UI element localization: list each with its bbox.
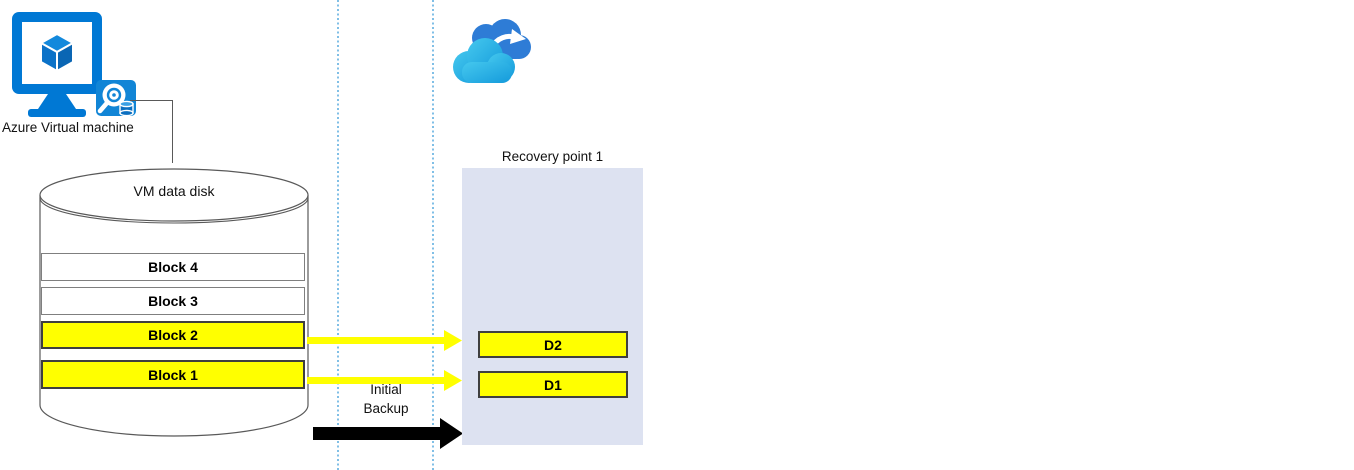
yellow-arrow-block1-to-d1 (307, 370, 462, 391)
disk-title: VM data disk (133, 183, 215, 199)
vm-to-disk-connector (130, 100, 173, 163)
dotted-separator-right (432, 0, 434, 470)
initial-backup-line1: Initial (370, 382, 402, 397)
yellow-arrow-block2-to-d2 (307, 330, 462, 351)
dotted-separator-left (337, 0, 339, 470)
backup-arrows (307, 330, 463, 449)
black-arrow-initial-backup (313, 418, 463, 449)
disk-block-3: Block 3 (41, 287, 305, 315)
vm-label: Azure Virtual machine (2, 120, 134, 135)
initial-backup-label: Initial Backup (340, 380, 432, 418)
front-cloud (453, 38, 515, 83)
initial-backup-line2: Backup (363, 401, 409, 416)
disk-block-4: Block 4 (41, 253, 305, 281)
disk-block-2: Block 2 (41, 321, 305, 349)
recovery-block-d1: D1 (478, 371, 628, 398)
recovery-block-d2: D2 (478, 331, 628, 358)
disk-block-1: Block 1 (41, 360, 305, 389)
disk-badge-icon (96, 80, 136, 117)
azure-backup-cloud-icon (453, 19, 531, 83)
azure-virtual-machine-icon (12, 12, 136, 117)
recovery-point-box (462, 168, 643, 445)
recovery-point-title: Recovery point 1 (501, 149, 604, 164)
